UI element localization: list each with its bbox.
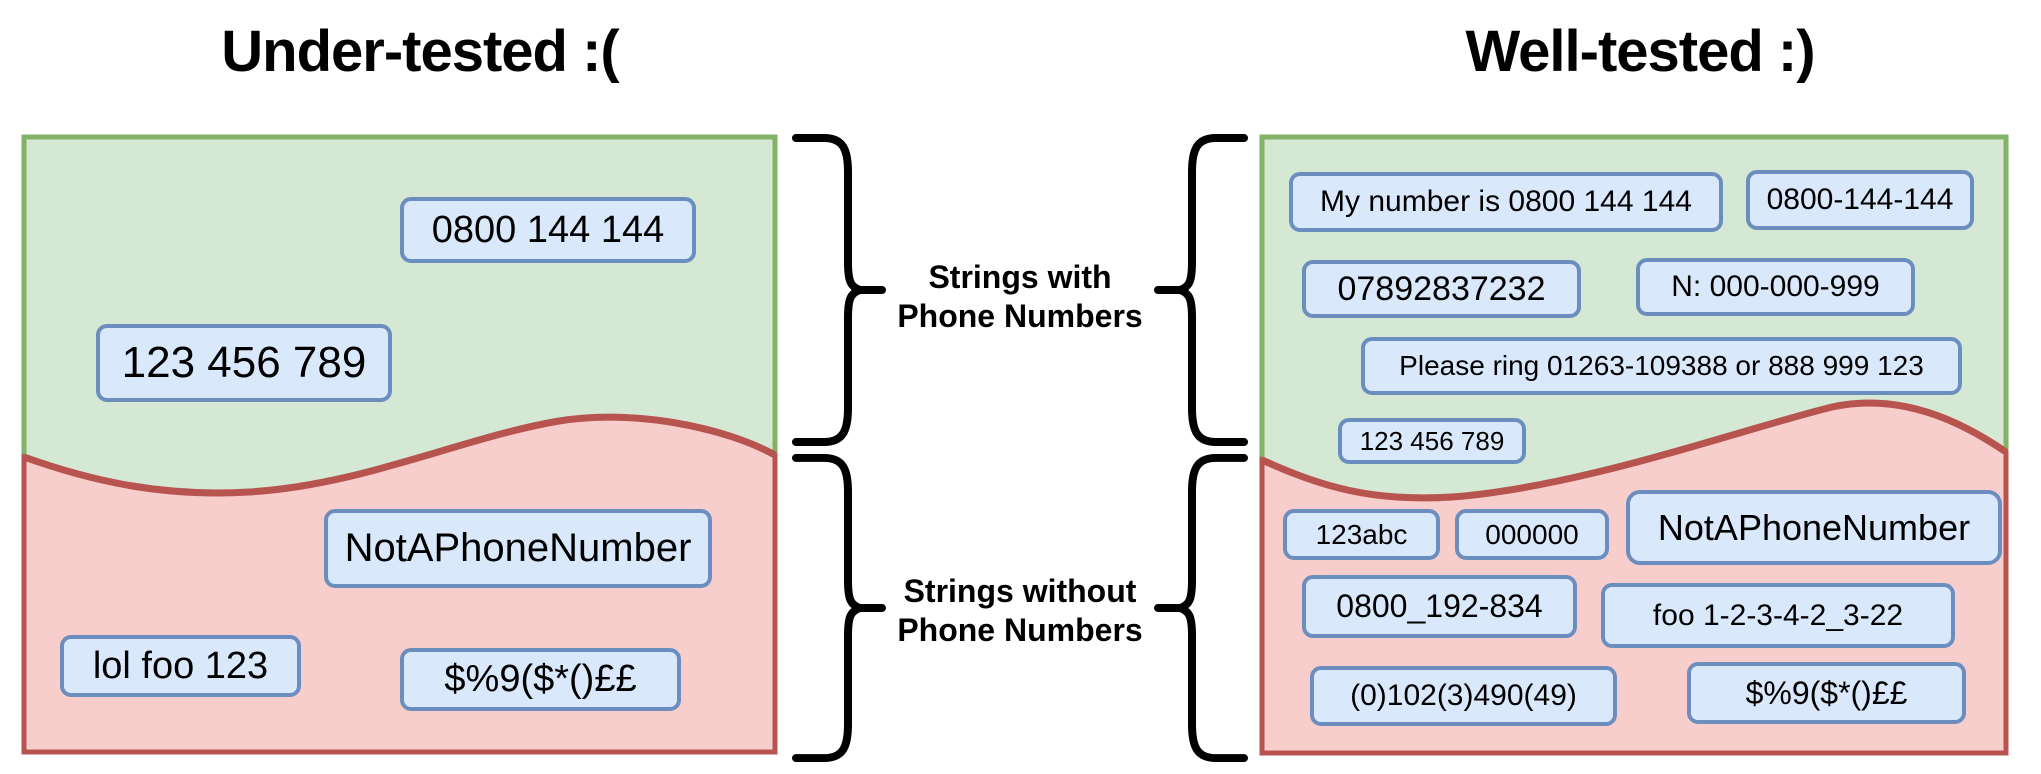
test-string-box: 07892837232 — [1302, 260, 1581, 318]
wave-divider — [1260, 399, 2008, 502]
test-string-box: 000000 — [1455, 509, 1609, 560]
without-phone-numbers-label: Strings without Phone Numbers — [865, 572, 1175, 650]
test-string-box: NotAPhoneNumber — [324, 509, 712, 588]
test-string-box: My number is 0800 144 144 — [1289, 172, 1723, 232]
curly-brace-right-icon — [792, 134, 886, 446]
right-panel-title: Well-tested :) — [1465, 19, 1815, 84]
test-string-box: 123abc — [1283, 509, 1440, 560]
test-string-box: 123 456 789 — [1338, 418, 1526, 464]
without-label-line1: Strings without — [903, 573, 1137, 609]
test-string-box: 0800 144 144 — [400, 197, 696, 263]
without-label-line2: Phone Numbers — [897, 612, 1143, 648]
under-tested-panel: 0800 144 144 123 456 789 NotAPhoneNumber… — [21, 134, 778, 755]
with-phone-numbers-label: Strings with Phone Numbers — [865, 258, 1175, 336]
wave-divider — [22, 413, 777, 497]
curly-brace-left-icon — [1154, 453, 1248, 763]
test-string-box: 123 456 789 — [96, 324, 392, 402]
test-string-box: $%9($*()££ — [400, 648, 681, 711]
left-panel-title: Under-tested :( — [221, 19, 619, 84]
with-label-line1: Strings with — [928, 259, 1112, 295]
test-string-box: N: 000-000-999 — [1636, 258, 1915, 316]
test-string-box: 0800_192-834 — [1302, 575, 1577, 638]
test-string-box: (0)102(3)490(49) — [1310, 666, 1617, 726]
curly-brace-left-icon — [1154, 134, 1248, 446]
with-label-line2: Phone Numbers — [897, 298, 1143, 334]
test-string-box: NotAPhoneNumber — [1626, 490, 2002, 565]
test-string-box: 0800-144-144 — [1746, 170, 1974, 230]
test-string-box: foo 1-2-3-4-2_3-22 — [1601, 583, 1955, 648]
well-tested-panel: My number is 0800 144 144 0800-144-144 0… — [1259, 134, 2009, 756]
test-string-box: $%9($*()££ — [1687, 662, 1966, 724]
curly-brace-right-icon — [792, 453, 886, 763]
test-string-box: Please ring 01263-109388 or 888 999 123 — [1361, 337, 1962, 395]
test-string-box: lol foo 123 — [60, 635, 301, 697]
